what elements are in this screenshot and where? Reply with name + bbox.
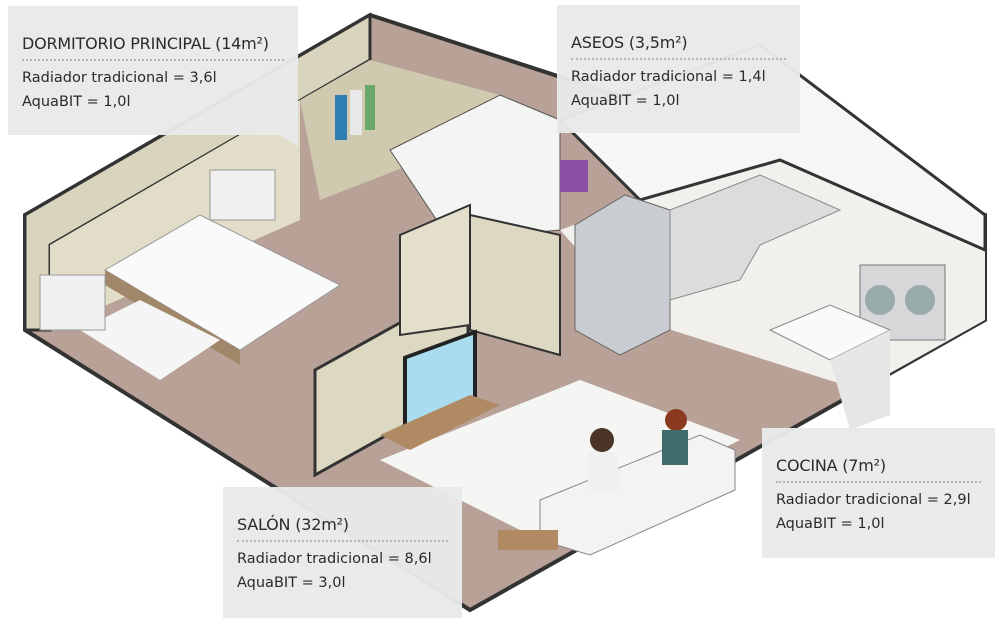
living-rug	[380, 380, 740, 540]
nightstand	[209, 169, 276, 221]
person-body	[662, 430, 688, 465]
room-info-salon: SALÓN (32m²) Radiador tradicional = 8,6l…	[223, 487, 462, 618]
side-table	[498, 530, 558, 550]
room-title: ASEOS (3,5m²)	[571, 5, 786, 60]
partition-wall	[399, 203, 471, 337]
radiador-value: Radiador tradicional = 3,6l	[22, 70, 217, 86]
dryer-door	[905, 285, 935, 315]
room-title: DORMITORIO PRINCIPAL (14m²)	[22, 6, 284, 61]
fridge	[574, 194, 671, 356]
person	[590, 428, 614, 452]
partition-wall	[469, 213, 561, 357]
room-info-dormitorio: DORMITORIO PRINCIPAL (14m²) Radiador tra…	[8, 6, 298, 135]
kitchen-island-side	[830, 330, 890, 430]
books	[350, 90, 362, 135]
room-title: COCINA (7m²)	[776, 428, 981, 483]
radiador-value: Radiador tradicional = 2,9l	[776, 492, 971, 508]
washer-door	[865, 285, 895, 315]
books	[365, 85, 375, 130]
callout-tail	[280, 135, 298, 147]
radiador-value: Radiador tradicional = 8,6l	[237, 551, 432, 567]
room-info-cocina: COCINA (7m²) Radiador tradicional = 2,9l…	[762, 428, 995, 558]
nightstand	[39, 274, 106, 331]
kitchen-counter	[669, 174, 842, 301]
aquabit-value: AquaBIT = 3,0l	[237, 575, 346, 591]
rug	[80, 300, 220, 380]
person-body	[588, 452, 618, 492]
room-info-aseos: ASEOS (3,5m²) Radiador tradicional = 1,4…	[557, 5, 800, 133]
books	[335, 95, 347, 140]
aquabit-value: AquaBIT = 1,0l	[22, 94, 131, 110]
aquabit-value: AquaBIT = 1,0l	[776, 516, 885, 532]
person	[665, 409, 687, 431]
tv-stand	[380, 395, 500, 450]
radiador-value: Radiador tradicional = 1,4l	[571, 69, 766, 85]
towel	[560, 160, 588, 192]
aquabit-value: AquaBIT = 1,0l	[571, 93, 680, 109]
room-title: SALÓN (32m²)	[237, 487, 448, 542]
